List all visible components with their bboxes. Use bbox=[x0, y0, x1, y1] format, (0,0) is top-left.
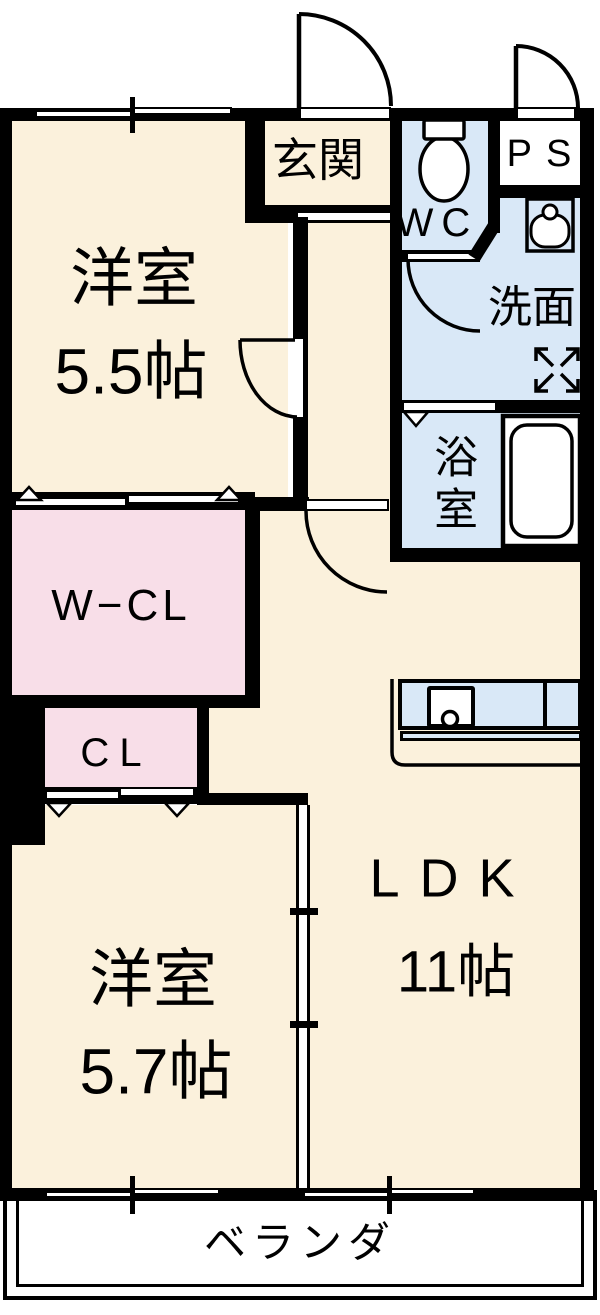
room-western-5-7-size: 5.7帖 bbox=[79, 1035, 233, 1108]
pipe-space-box bbox=[498, 121, 585, 185]
room-ldk-name: LDK bbox=[369, 848, 535, 909]
partition-gap bbox=[299, 805, 307, 1188]
partition-tick-1 bbox=[290, 908, 318, 915]
entrance-step-strip bbox=[298, 213, 390, 220]
wall-bath-bottom bbox=[390, 548, 580, 562]
room-western-5-7-name: 洋室 bbox=[89, 943, 217, 1016]
wall-cl-right bbox=[197, 708, 209, 805]
kitchen-counter-divider bbox=[543, 679, 547, 730]
washroom-label: 洗面 bbox=[488, 282, 576, 332]
window-bottom-left-pane-a bbox=[45, 1191, 134, 1198]
wall-corner-chunk bbox=[0, 695, 45, 845]
wall-wc-ps bbox=[488, 121, 500, 233]
wall-left bbox=[0, 108, 12, 1201]
entrance-door-icon bbox=[296, 12, 393, 108]
walk-in-closet-label: W−CL bbox=[51, 580, 191, 630]
partition-line-left bbox=[296, 805, 299, 1188]
kitchen-counter-lower-strip bbox=[400, 731, 582, 741]
wall-wcl-right bbox=[245, 497, 260, 708]
window-top-pane-b bbox=[133, 107, 232, 115]
hall-ldk-door-leaf bbox=[305, 499, 389, 511]
entrance-label: 玄関 bbox=[272, 133, 364, 186]
room-ldk-size: 11帖 bbox=[396, 939, 516, 1005]
wc-label: WC bbox=[395, 201, 479, 245]
western-5-5-door-opening bbox=[292, 339, 303, 417]
wall-western-5-7-top bbox=[197, 793, 308, 805]
closet-label: CL bbox=[80, 731, 152, 775]
pipe-space-label: PS bbox=[506, 133, 586, 176]
window-bottom-right-pane-a bbox=[303, 1191, 391, 1198]
wcl-door-pane-b bbox=[127, 494, 240, 504]
hallway-floor bbox=[308, 217, 390, 511]
partition-line-right bbox=[307, 805, 310, 1188]
room-western-5-5-floor bbox=[12, 121, 288, 497]
ps-door-opening bbox=[516, 107, 576, 120]
room-western-5-7-floor bbox=[12, 805, 297, 1188]
wall-wc-west bbox=[390, 121, 402, 562]
cl-door-pane-a bbox=[45, 790, 120, 800]
partition-tick-2 bbox=[290, 1021, 318, 1028]
cl-door-pane-b bbox=[119, 787, 195, 797]
room-western-5-5-size: 5.5帖 bbox=[54, 335, 208, 408]
window-bottom-left-tick bbox=[130, 1176, 135, 1214]
bathroom-label: 浴室 bbox=[427, 434, 477, 538]
wall-ps-bottom bbox=[488, 185, 580, 198]
closet-floor bbox=[45, 708, 197, 792]
kitchen-counter bbox=[398, 679, 582, 730]
walk-in-closet-floor bbox=[12, 497, 245, 695]
window-bottom-right-tick bbox=[387, 1176, 392, 1214]
wall-wcl-bottom bbox=[0, 695, 260, 708]
wc-door-leaf bbox=[406, 252, 480, 261]
ps-door-icon bbox=[513, 44, 580, 109]
bath-door-leaf bbox=[402, 401, 497, 412]
wall-entrance-left bbox=[245, 121, 265, 217]
entrance-door-opening bbox=[299, 107, 391, 120]
window-top-pane-a bbox=[35, 110, 134, 118]
wcl-door-pane-a bbox=[14, 497, 127, 507]
room-western-5-5-name: 洋室 bbox=[70, 242, 198, 315]
window-bottom-right-pane-b bbox=[390, 1188, 475, 1195]
kitchen-sink bbox=[427, 686, 475, 728]
wall-right bbox=[580, 108, 594, 1201]
window-bottom-left-pane-b bbox=[133, 1188, 220, 1195]
entrance-floor bbox=[265, 121, 390, 217]
window-top-tick bbox=[130, 97, 135, 133]
wall-hall-door-side bbox=[245, 497, 309, 511]
balcony-label: ベランダ bbox=[203, 1218, 397, 1266]
